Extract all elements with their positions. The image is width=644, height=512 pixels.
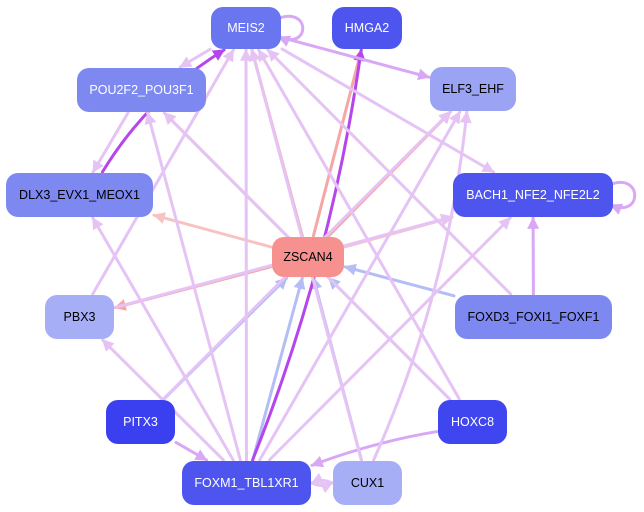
node-label: PBX3 bbox=[63, 310, 96, 324]
node-hmga2[interactable]: HMGA2 bbox=[332, 7, 402, 49]
node-meis2[interactable]: MEIS2 bbox=[211, 7, 281, 49]
node-pitx3[interactable]: PITX3 bbox=[106, 400, 175, 444]
edge-cux1-to-foxm1_tbl1xr1 bbox=[310, 472, 334, 485]
edge-pitx3-to-foxm1_tbl1xr1 bbox=[174, 440, 209, 462]
node-pbx3[interactable]: PBX3 bbox=[45, 295, 114, 339]
edge-zscan4-to-dlx3_evx1_meox1 bbox=[152, 212, 273, 249]
node-label: PITX3 bbox=[123, 415, 158, 429]
edge-hoxc8-to-meis2 bbox=[257, 48, 461, 401]
edge-zscan4-to-hmga2 bbox=[311, 48, 365, 238]
node-elf3-ehf[interactable]: ELF3_EHF bbox=[430, 67, 516, 111]
node-label: DLX3_EVX1_MEOX1 bbox=[19, 188, 140, 202]
edge-foxm1_tbl1xr1-to-elf3_ehf bbox=[258, 110, 462, 462]
node-label: FOXM1_TBL1XR1 bbox=[194, 476, 299, 490]
node-label: MEIS2 bbox=[227, 21, 265, 35]
edge-meis2-to-pou2f2_pou3f1 bbox=[178, 47, 212, 69]
node-dlx3-evx1-meox1[interactable]: DLX3_EVX1_MEOX1 bbox=[6, 173, 153, 217]
node-zscan4[interactable]: ZSCAN4 bbox=[272, 237, 344, 277]
edge-foxm1_tbl1xr1-to-dlx3_evx1_meox1 bbox=[91, 216, 235, 462]
node-label: BACH1_NFE2_NFE2L2 bbox=[466, 188, 600, 202]
node-label: HOXC8 bbox=[450, 415, 495, 429]
node-hoxc8[interactable]: HOXC8 bbox=[438, 400, 507, 444]
edge-foxm1_tbl1xr1-to-zscan4 bbox=[251, 276, 306, 462]
edge-cux1-to-elf3_ehf bbox=[372, 110, 472, 462]
edge-pou2f2_pou3f1-to-dlx3_evx1_meox1 bbox=[91, 111, 130, 174]
edge-foxm1_tbl1xr1-to-cux1 bbox=[310, 481, 334, 494]
node-bach1-nfe2-nfe2l2[interactable]: BACH1_NFE2_NFE2L2 bbox=[453, 173, 613, 217]
node-label: POU2F2_POU3F1 bbox=[89, 83, 194, 97]
edge-meis2-to-elf3_ehf bbox=[280, 36, 431, 81]
node-pou2f2-pou3f1[interactable]: POU2F2_POU3F1 bbox=[77, 68, 206, 112]
edge-pbx3-to-meis2 bbox=[91, 48, 235, 296]
node-label: ZSCAN4 bbox=[283, 250, 333, 264]
node-foxm1-tbl1xr1[interactable]: FOXM1_TBL1XR1 bbox=[182, 461, 311, 505]
edge-bach1_nfe2_nfe2l2-to-bach1_nfe2_nfe2l2 bbox=[607, 181, 637, 215]
node-label: FOXD3_FOXI1_FOXF1 bbox=[467, 310, 600, 324]
node-label: ELF3_EHF bbox=[442, 82, 504, 96]
node-label: CUX1 bbox=[350, 476, 385, 490]
node-label: HMGA2 bbox=[344, 21, 390, 35]
node-foxd3-foxi1-foxf1[interactable]: FOXD3_FOXI1_FOXF1 bbox=[455, 295, 612, 339]
node-cux1[interactable]: CUX1 bbox=[333, 461, 402, 505]
edge-meis2-to-bach1_nfe2_nfe2l2 bbox=[280, 47, 495, 174]
edge-hoxc8-to-foxm1_tbl1xr1 bbox=[310, 430, 439, 468]
